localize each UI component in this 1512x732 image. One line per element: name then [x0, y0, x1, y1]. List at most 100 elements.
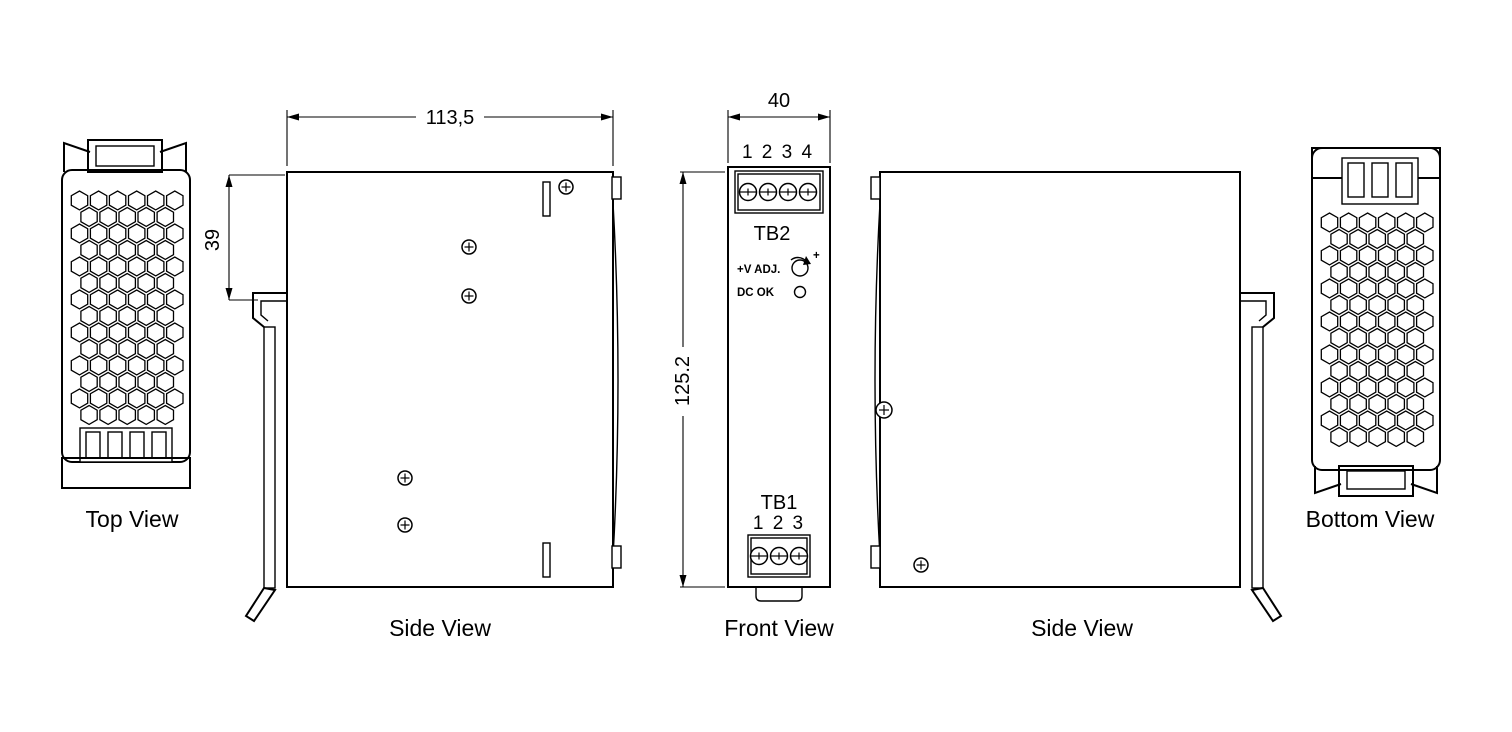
hex-vent-cell	[108, 322, 127, 343]
hex-vent-cell	[1406, 426, 1425, 448]
hex-vent-cell	[156, 239, 175, 261]
hex-vent-cell	[1396, 377, 1415, 398]
hex-vent-cell	[1320, 410, 1339, 431]
hex-vent-cell	[146, 322, 165, 343]
hex-vent-cell	[80, 305, 98, 327]
hex-vent-cell	[1406, 360, 1425, 382]
hex-vent-cell	[1406, 261, 1425, 283]
hex-vent-cell	[1339, 377, 1358, 398]
case-tab-bottom	[611, 545, 622, 569]
hex-vent-cell	[70, 256, 89, 277]
voltage-adjust-pot[interactable]	[791, 259, 809, 277]
hex-vent-cell	[1330, 327, 1348, 349]
hex-vent-cell	[1387, 228, 1406, 250]
hex-vent-cell	[89, 190, 108, 211]
hex-vent-cell	[80, 272, 98, 294]
terminal-screw-icon	[738, 182, 758, 202]
terminal-screw-icon	[769, 546, 789, 566]
hex-vent-cell	[1330, 360, 1348, 382]
front-release-tab	[755, 587, 803, 602]
hex-vent-cell	[1349, 261, 1367, 283]
hex-vent-cell	[1368, 327, 1387, 349]
hex-vent-cell	[1349, 228, 1367, 250]
case-tab-bottom	[870, 545, 881, 569]
hex-vent-cell	[127, 355, 146, 376]
hex-vent-cell	[127, 388, 146, 409]
front-view-label: Front View	[724, 615, 834, 641]
hex-vent-cell	[1387, 393, 1406, 415]
din-clip-release-foot	[244, 586, 277, 623]
side-view-left-label: Side View	[389, 615, 491, 641]
hex-vent-cell	[80, 404, 98, 426]
hex-vent-cell	[127, 223, 146, 244]
adjust-plus-sign: +	[813, 250, 820, 262]
screw-icon	[461, 288, 477, 304]
hex-vent-cell	[118, 272, 137, 294]
hex-vent-cell	[146, 223, 165, 244]
hex-vent-cell	[1320, 377, 1339, 398]
side-view-right: Side View	[870, 171, 1283, 641]
hex-vent-cell	[1339, 344, 1358, 365]
hex-vent-cell	[1377, 377, 1396, 398]
screw-icon	[913, 557, 929, 573]
hex-vent-cell	[118, 206, 137, 228]
hex-vent-cell	[1330, 393, 1348, 415]
hex-vent-cell	[1396, 278, 1415, 299]
bottom-view-label: Bottom View	[1306, 506, 1435, 532]
hex-vent-cell	[137, 239, 156, 261]
case-tab-top	[870, 176, 881, 200]
hex-vent-cell	[137, 272, 156, 294]
hex-vent-cell	[118, 305, 137, 327]
hex-vent-cell	[156, 206, 175, 228]
hex-vent-cell	[1406, 228, 1425, 250]
hex-vent-cell	[165, 355, 184, 376]
hex-vent-cell	[156, 305, 175, 327]
hex-vent-cell	[1358, 344, 1377, 365]
hex-vent-cell	[1396, 311, 1415, 332]
hex-vent-cell	[1358, 311, 1377, 332]
hex-vent-cell	[89, 223, 108, 244]
hex-vent-cell	[1387, 327, 1406, 349]
hex-vent-cell	[1320, 278, 1339, 299]
hex-vent-cell	[1349, 426, 1367, 448]
hex-vent-cell	[70, 289, 89, 310]
hex-vent-cell	[1387, 261, 1406, 283]
terminal-slot	[129, 431, 145, 459]
terminal-slot	[1395, 162, 1413, 198]
hex-vent-cell	[137, 206, 156, 228]
hex-vent-cell	[1368, 426, 1387, 448]
hex-vent-cell	[80, 206, 98, 228]
hex-vent-cell	[99, 305, 117, 327]
hex-vent-cell	[1377, 278, 1396, 299]
screw-icon	[558, 179, 574, 195]
hex-vent-cell	[1330, 228, 1348, 250]
hex-vent-cell	[70, 355, 89, 376]
hex-vent-cell	[1330, 261, 1348, 283]
hex-vent-cell	[127, 190, 146, 211]
hex-vent-cell	[1406, 393, 1425, 415]
vadj-label: +V ADJ.	[737, 264, 780, 276]
screw-icon	[397, 470, 413, 486]
hex-vent-cell	[99, 371, 117, 393]
hex-vent-cell	[146, 388, 165, 409]
hex-vent-cell	[118, 404, 137, 426]
din-clip-hook-outer	[1240, 292, 1275, 328]
hex-vent-cell	[1358, 278, 1377, 299]
terminal-slot	[107, 431, 123, 459]
hex-vent-cell	[1396, 212, 1415, 233]
top-clip-inner	[95, 145, 155, 167]
hex-vent-cell	[80, 338, 98, 360]
dim-depth: 113,5	[426, 107, 475, 129]
hex-vent-cell	[1339, 245, 1358, 266]
terminal-screw-icon	[778, 182, 798, 202]
terminal-slot	[85, 431, 101, 459]
terminal-slot	[1371, 162, 1389, 198]
hex-vent-cell	[1339, 410, 1358, 431]
hex-vent-cell	[1396, 245, 1415, 266]
hex-vent-cell	[70, 322, 89, 343]
hex-vent-cell	[165, 223, 184, 244]
hex-vent-cell	[80, 371, 98, 393]
terminal-screw-icon	[798, 182, 818, 202]
hex-vent-cell	[89, 388, 108, 409]
hex-vent-cell	[99, 404, 117, 426]
